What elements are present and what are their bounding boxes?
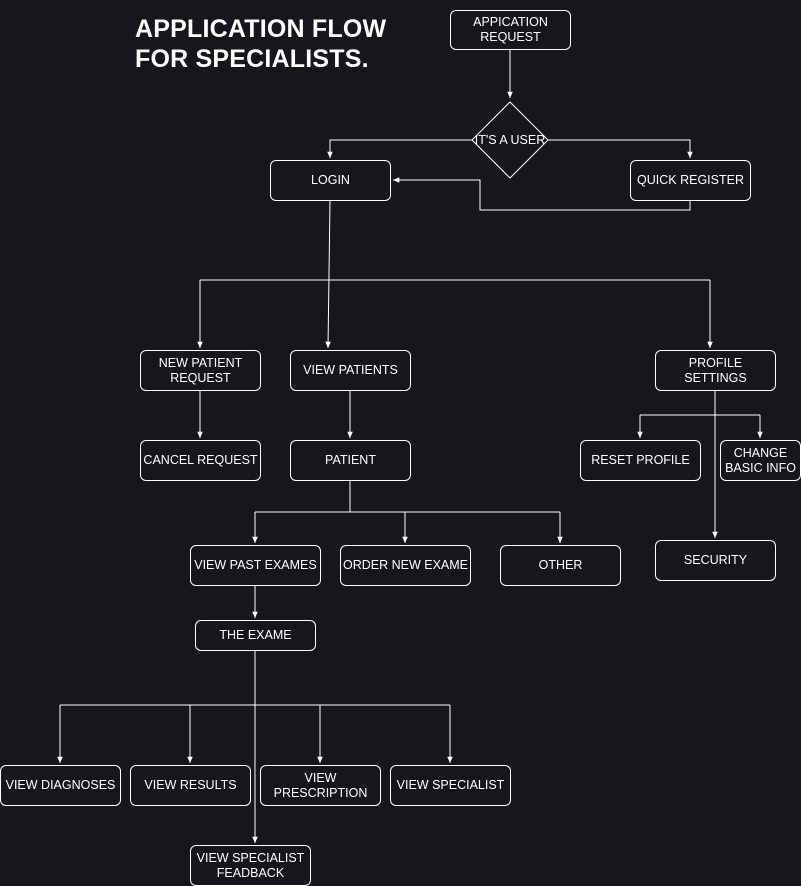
node-new-patient-request[interactable]: NEW PATIENT REQUEST [140,350,261,391]
node-change-basic-info[interactable]: CHANGE BASIC INFO [720,440,801,481]
node-quick-register[interactable]: QUICK REGISTER [630,160,751,201]
node-view-diagnoses[interactable]: VIEW DIAGNOSES [0,765,121,806]
node-view-specialist-feedback[interactable]: VIEW SPECIALIST FEADBACK [190,845,311,886]
node-cancel-request[interactable]: CANCEL REQUEST [140,440,261,481]
edge-register-to-login [393,177,691,211]
node-view-past-exames[interactable]: VIEW PAST EXAMES [190,545,321,586]
node-view-prescription[interactable]: VIEW PRESCRIPTION [260,765,381,806]
diagram-title-line-2: FOR SPECIALISTS. [135,45,369,73]
node-order-new-exame[interactable]: ORDER NEW EXAME [340,545,471,586]
diagram-title: APPLICATION FLOW FOR SPECIALISTS. [135,14,386,74]
node-reset-profile[interactable]: RESET PROFILE [580,440,701,481]
node-security[interactable]: SECURITY [655,540,776,581]
edge-decision-to-login [327,139,473,158]
node-view-results[interactable]: VIEW RESULTS [130,765,251,806]
decision-diamond [471,101,549,179]
node-application-request[interactable]: APPICATION REQUEST [450,10,571,50]
diagram-title-line-1: APPLICATION FLOW [135,15,387,43]
node-the-exame[interactable]: THE EXAME [195,620,316,651]
edge-decision-to-register [547,139,693,158]
node-profile-settings[interactable]: PROFILE SETTINGS [655,350,776,391]
decision-is-user[interactable]: IT'S A USER [474,133,546,147]
edge-login-to-view-patients [325,199,331,349]
node-other[interactable]: OTHER [500,545,621,586]
node-view-specialist[interactable]: VIEW SPECIALIST [390,765,511,806]
node-patient[interactable]: PATIENT [290,440,411,481]
node-login[interactable]: LOGIN [270,160,391,201]
node-view-patients[interactable]: VIEW PATIENTS [290,350,411,391]
